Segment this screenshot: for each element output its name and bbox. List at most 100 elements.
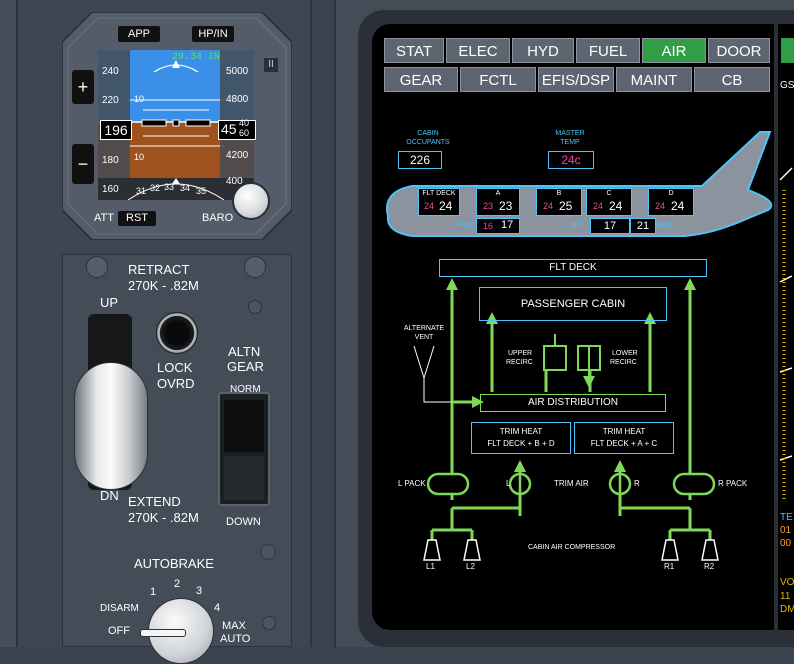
screw-icon (260, 544, 276, 560)
trim-heat-right-title: TRIM HEAT (602, 427, 646, 436)
zone-a: A 23 23 (476, 188, 520, 216)
trim-heat-right-zones: FLT DECK + A + C (590, 439, 658, 448)
norm-label: NORM (230, 384, 261, 395)
tab-door[interactable]: DOOR (708, 38, 770, 63)
value-11: 11 (780, 591, 791, 602)
compressor-l1-label: L1 (426, 562, 435, 571)
l-trim-valve-label: L (506, 479, 511, 488)
alt-readout-top: 40 (239, 118, 250, 128)
app-button[interactable]: APP (118, 26, 160, 42)
dm-label: DM (780, 604, 794, 615)
autobrake-pointer (140, 629, 186, 637)
autobrake-4: 4 (214, 602, 221, 614)
bulk-label: BULK (656, 222, 675, 229)
alt-tick-4800: 4800 (226, 94, 249, 105)
alt-readout-main: 45 (221, 121, 237, 137)
altn-gear-switch-lower (224, 456, 264, 500)
speed-tick-160: 160 (102, 184, 119, 195)
tab-air[interactable]: AIR (642, 38, 706, 63)
zone-target: 24 (543, 201, 554, 211)
altn-gear-label-2: GEAR (227, 359, 264, 374)
left-edge-panel (0, 0, 18, 647)
trim-heat-right-box: TRIM HEAT FLT DECK + A + C (574, 422, 674, 454)
zone-c: C 24 24 (586, 188, 632, 216)
autobrake-title: AUTOBRAKE (134, 556, 214, 571)
autobrake-off: OFF (108, 625, 130, 637)
zone-name: A (495, 190, 501, 197)
zone-actual: 24 (609, 199, 623, 213)
bulk-cargo-box: 21 (630, 218, 656, 234)
tab-fuel[interactable]: FUEL (576, 38, 640, 63)
tab-stat[interactable]: STAT (384, 38, 444, 63)
l-pack-label: L PACK (398, 479, 426, 488)
minus-button[interactable]: − (72, 144, 94, 184)
right-display-tab-fragment (781, 38, 794, 63)
altn-gear-switch[interactable] (218, 392, 270, 506)
hp-in-button[interactable]: HP/IN (192, 26, 234, 42)
screw-icon (262, 616, 276, 630)
lock-ovrd-button[interactable] (156, 312, 198, 354)
autobrake-1: 1 (150, 586, 157, 598)
master-temp-value: 24c (548, 151, 594, 169)
fwd-cargo-box: 16 17 (476, 218, 520, 234)
altn-gear-label-1: ALTN (228, 344, 261, 359)
altn-gear-switch-cap (224, 400, 264, 452)
zone-target: 23 (483, 201, 494, 211)
fwd-target: 16 (483, 221, 494, 231)
rst-button[interactable]: RST (118, 211, 156, 226)
zone-b: B 24 25 (536, 188, 582, 216)
autobrake-2: 2 (174, 578, 181, 590)
lock-ovrd-label-2: OVRD (157, 376, 195, 391)
cabin-occupants-label-2: OCCUPANTS (406, 139, 450, 146)
plus-button[interactable]: + (72, 70, 94, 104)
tab-gear[interactable]: GEAR (384, 67, 458, 92)
air-distribution-box: AIR DISTRIBUTION (480, 394, 666, 412)
zone-actual: 23 (499, 199, 513, 213)
passenger-cabin-box: PASSENGER CABIN (479, 287, 667, 321)
zone-actual: 24 (439, 199, 453, 213)
tab-maint[interactable]: MAINT (616, 67, 692, 92)
retract-label: RETRACT (128, 262, 190, 277)
compressor-r1-label: R1 (664, 562, 675, 571)
att-label: ATT (94, 212, 114, 224)
alternate-vent-label-2: VENT (414, 334, 434, 341)
tab-cb[interactable]: CB (694, 67, 770, 92)
gear-lever-handle[interactable] (74, 362, 148, 490)
alt-tick-4200: 4200 (226, 150, 249, 161)
compressor-r2-label: R2 (704, 562, 715, 571)
master-temp-label-2: TEMP (560, 139, 580, 146)
heading-tick-32: 32 (150, 183, 161, 193)
vo-label: VO (780, 577, 794, 588)
tab-elec[interactable]: ELEC (446, 38, 510, 63)
down-label: DOWN (226, 516, 261, 528)
upper-recirc-label-2: RECIRC (506, 359, 533, 366)
pause-icon[interactable]: II (264, 58, 278, 72)
fwd-actual: 17 (501, 219, 514, 231)
te-label: TE (780, 512, 793, 523)
screw-icon (248, 300, 262, 314)
tab-hyd[interactable]: HYD (512, 38, 574, 63)
zone-flt-deck: FLT DECK 24 24 (418, 188, 460, 216)
cabin-occupants-value: 226 (398, 151, 442, 169)
zone-name: C (606, 190, 612, 197)
extend-limits: 270K - .82M (128, 510, 199, 525)
tab-fctl[interactable]: FCTL (460, 67, 536, 92)
autobrake-max: MAX (222, 620, 246, 632)
trim-heat-left-zones: FLT DECK + B + D (487, 439, 555, 448)
alt-tick-400: 400 (226, 176, 243, 187)
master-temp-label-1: MASTER (555, 130, 585, 137)
alt-readout-bottom: 60 (239, 128, 250, 138)
lock-ovrd-label-1: LOCK (157, 360, 193, 375)
baro-knob[interactable] (232, 182, 270, 220)
zone-target: 24 (655, 201, 666, 211)
panel-divider (310, 0, 336, 647)
alt-tick-5000: 5000 (226, 66, 249, 77)
pitch-lower-label: 10 (134, 152, 145, 162)
tab-efis-dsp[interactable]: EFIS/DSP (538, 67, 614, 92)
speed-tick-220: 220 (102, 95, 119, 106)
heading-tick-31: 31 (136, 186, 147, 196)
zone-d: D 24 24 (648, 188, 694, 216)
retract-limits: 270K - .82M (128, 278, 199, 293)
zone-name: D (668, 190, 674, 197)
compressor-l2-label: L2 (466, 562, 475, 571)
